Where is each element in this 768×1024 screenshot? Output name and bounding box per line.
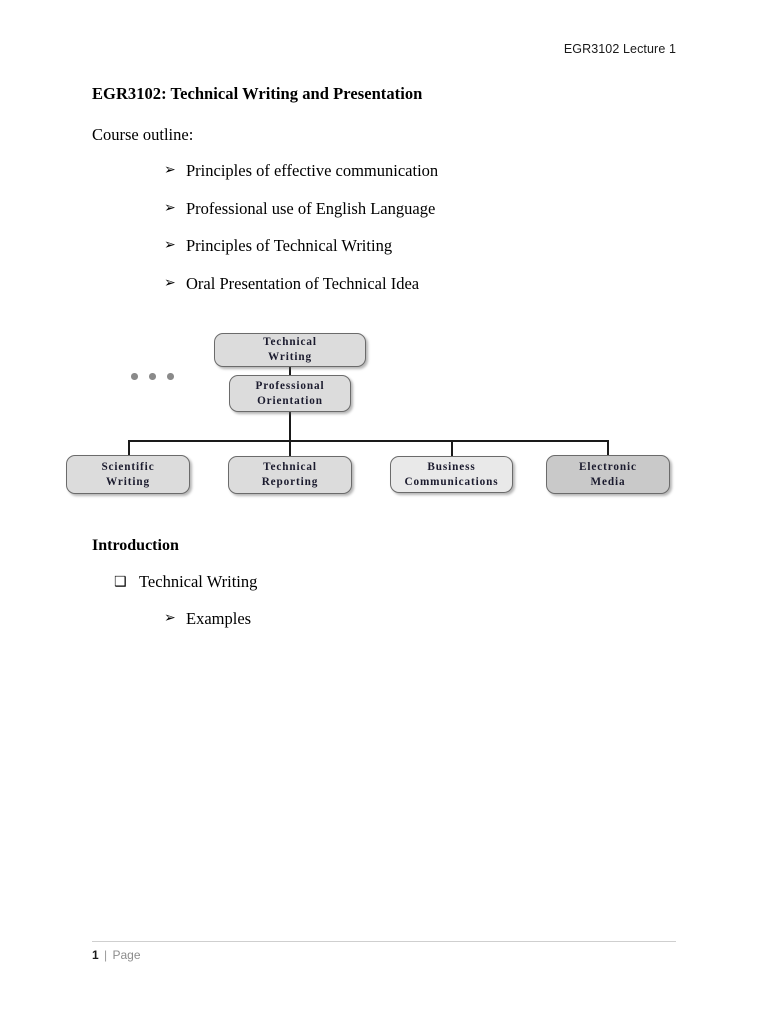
dot-icon [131,373,138,380]
node-label: Business Communications [404,460,498,490]
introduction-list: ❑ Technical Writing ➢ Examples [92,572,676,629]
node-label: Technical Writing [263,335,317,365]
arrow-bullet-icon: ➢ [164,609,176,626]
course-outline-label: Course outline: [92,125,194,144]
square-bullet-icon: ❑ [114,574,127,590]
dot-icon [149,373,156,380]
footer-label: Page [112,948,141,962]
list-item: ➢ Principles of effective communication [92,161,676,182]
list-subitem-label: Examples [186,608,252,628]
node-label: Scientific Writing [101,460,154,490]
node-business-communications[interactable]: Business Communications [390,456,513,493]
list-item-label: Principles of effective communication [186,161,439,180]
connector-bus-to-child3 [451,440,453,456]
node-label: Professional Orientation [255,379,324,409]
node-label: Electronic Media [579,460,637,490]
node-technical-reporting[interactable]: Technical Reporting [228,456,352,494]
node-professional-orientation[interactable]: Professional Orientation [229,375,351,412]
footer-divider [92,941,676,942]
node-label-line1: Technical [263,461,317,474]
node-technical-writing[interactable]: Technical Writing [214,333,366,367]
node-label-line2: Writing [105,475,150,488]
page-footer: 1 | Page [92,948,141,962]
list-subitem: ➢ Examples [92,609,676,630]
node-label-line2: Writing [267,351,312,363]
list-item: ➢ Oral Presentation of Technical Idea [92,274,676,295]
section-heading-introduction: Introduction [92,537,179,554]
connector-bus-to-child1 [128,440,130,456]
connector-bus-to-child2 [289,440,291,456]
node-label-line2: Communications [404,475,499,488]
page-title: EGR3102: Technical Writing and Presentat… [92,84,423,103]
list-item-label: Professional use of English Language [186,198,436,218]
connector-second-to-bus [289,411,291,441]
list-item: ❑ Technical Writing [92,572,676,593]
course-outline-list: ➢ Principles of effective communication … [92,161,676,295]
list-item: ➢ Professional use of English Language [92,199,676,220]
node-label-line2: Reporting [261,476,319,488]
node-label: Technical Reporting [262,460,319,490]
node-label-line1: Business [427,460,476,473]
node-label-line1: Electronic [579,460,637,473]
node-label-line2: Media [590,475,626,488]
dot-icon [167,373,174,380]
document-body: EGR3102: Technical Writing and Presentat… [92,84,676,312]
connector-horizontal-bus [128,440,609,442]
decorative-dots [131,373,179,381]
footer-separator: | [104,948,108,962]
node-label-line1: Scientific [101,460,155,473]
list-item-label: Oral Presentation of Technical Idea [186,273,420,293]
org-chart-diagram: Technical Writing Professional Orientati… [0,320,768,510]
arrow-bullet-icon: ➢ [164,237,176,254]
node-label-line1: Technical [263,336,317,349]
node-scientific-writing[interactable]: Scientific Writing [66,455,190,494]
node-label-line1: Professional [255,379,325,392]
node-electronic-media[interactable]: Electronic Media [546,455,670,494]
connector-bus-to-child4 [607,440,609,456]
list-item: ➢ Principles of Technical Writing [92,236,676,257]
introduction-section: Introduction ❑ Technical Writing ➢ Examp… [92,537,676,629]
list-item-label: Technical Writing [139,572,258,591]
page-header: EGR3102 Lecture 1 [563,42,676,56]
arrow-bullet-icon: ➢ [164,162,176,178]
node-label-line2: Orientation [257,394,323,407]
list-item-label: Principles of Technical Writing [186,236,393,256]
footer-page-number: 1 [92,948,99,962]
arrow-bullet-icon: ➢ [164,199,176,216]
arrow-bullet-icon: ➢ [164,274,176,291]
